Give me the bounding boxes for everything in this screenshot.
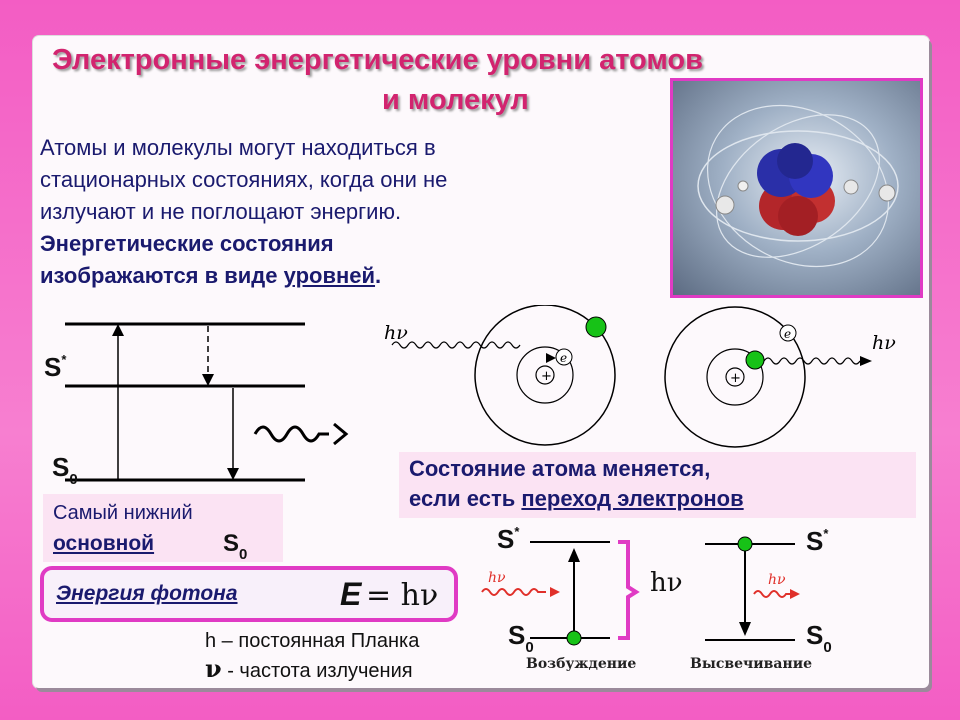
excitation-caption: Возбуждение bbox=[526, 656, 637, 672]
emission-electron bbox=[737, 536, 753, 552]
emission-photon-wave bbox=[753, 590, 792, 598]
intro-line3: излучают и не поглощают энергию. bbox=[40, 199, 402, 224]
energy-level-diagram bbox=[65, 322, 349, 482]
brace-hv-label: hν bbox=[650, 568, 683, 598]
svg-text:e: e bbox=[784, 327, 791, 341]
frequency-line: ν - частота излучения bbox=[205, 654, 413, 683]
svg-text:e: e bbox=[560, 351, 567, 365]
absorption-atom-diagram: + e hν bbox=[384, 305, 616, 446]
levels-note-line1: Энергетические состояния bbox=[40, 231, 334, 256]
s-star-label: S* bbox=[44, 352, 67, 382]
levels-note-line2: изображаются в виде уровней. bbox=[40, 263, 382, 288]
exc-s-star-label: S* bbox=[497, 524, 520, 554]
svg-text:hν: hν bbox=[488, 570, 506, 586]
intro-line1: Атомы и молекулы могут находиться в bbox=[40, 135, 436, 160]
hv-in-label: hν bbox=[384, 322, 408, 344]
title-line2: и молекул bbox=[382, 84, 529, 116]
photon-energy-box: Энергия фотона E = hν bbox=[40, 566, 458, 622]
intro-line2: стационарных состояниях, когда они не bbox=[40, 167, 448, 192]
em-s0-label: S0 bbox=[806, 620, 832, 656]
transition-line1: Состояние атома меняется, bbox=[409, 456, 711, 481]
photon-energy-link[interactable]: Энергия фотона bbox=[56, 582, 238, 605]
formula-E: E bbox=[340, 576, 362, 612]
exc-s0-label: S0 bbox=[508, 620, 534, 656]
levels-link[interactable]: уровней bbox=[283, 263, 376, 288]
svg-text:+: + bbox=[730, 371, 741, 386]
electron-transition-link[interactable]: переход электронов bbox=[521, 486, 744, 511]
excitation-diagram: hν bbox=[481, 540, 640, 646]
excitation-photon-wave bbox=[481, 588, 546, 596]
atom-image bbox=[670, 78, 923, 298]
incoming-photon-wave bbox=[391, 341, 521, 349]
svg-text:hν: hν bbox=[768, 572, 786, 588]
hv-out-label: hν bbox=[872, 332, 896, 354]
transition-line2: если есть переход электронов bbox=[409, 486, 744, 511]
planck-line: h – постоянная Планка bbox=[205, 630, 420, 652]
intro-text: Атомы и молекулы могут находиться в стац… bbox=[40, 132, 447, 292]
electron-excited bbox=[585, 316, 607, 338]
lowest-line1: Самый нижний bbox=[53, 502, 193, 524]
title-line1: Электронные энергетические уровни атомов bbox=[52, 44, 703, 76]
outgoing-photon-wave bbox=[763, 357, 861, 365]
emission-diagram: hν bbox=[705, 536, 800, 641]
electron-ground bbox=[745, 350, 765, 370]
svg-text:+: + bbox=[541, 369, 552, 384]
transition-box: Состояние атома меняется, если есть пере… bbox=[399, 452, 916, 518]
atom-illustration bbox=[697, 104, 899, 268]
hv-brace bbox=[618, 540, 640, 640]
s0-label: S0 bbox=[52, 452, 78, 488]
em-s-star-label: S* bbox=[806, 526, 829, 556]
lowest-s0-label: S0 bbox=[223, 530, 248, 563]
ground-state-link[interactable]: основной bbox=[53, 532, 155, 555]
photon-wave bbox=[253, 425, 329, 443]
emission-atom-diagram: + e hν bbox=[664, 306, 896, 448]
excitation-electron bbox=[566, 630, 582, 646]
lowest-level-box: Самый нижний основной S0 bbox=[43, 494, 283, 563]
formula-rhs: = hν bbox=[366, 578, 439, 613]
emission-caption: Высвечивание bbox=[690, 656, 812, 672]
